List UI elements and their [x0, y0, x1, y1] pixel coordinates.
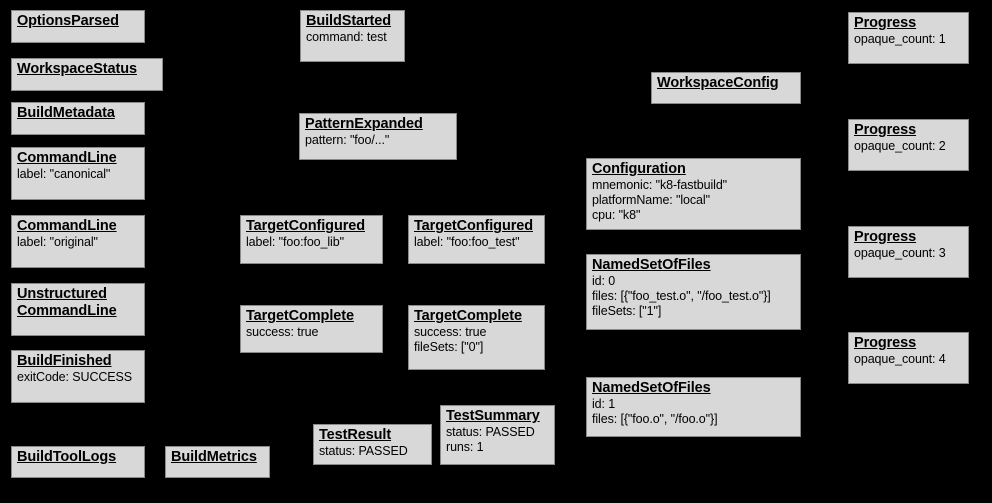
- node-field: files: [{"foo.o", "/foo.o"}]: [592, 412, 718, 426]
- node-field: opaque_count: 2: [854, 139, 946, 153]
- node-title: TargetConfigured: [414, 218, 533, 234]
- node-fields: command: test: [306, 30, 399, 45]
- node-field: id: 0: [592, 274, 616, 288]
- node-field: exitCode: SUCCESS: [17, 370, 133, 384]
- node-field: fileSets: ["0"]: [414, 340, 484, 354]
- node-field: status: PASSED: [319, 444, 408, 458]
- node-field: fileSets: ["1"]: [592, 304, 662, 318]
- node-field: id: 1: [592, 397, 616, 411]
- node-title: BuildMetadata: [17, 105, 115, 121]
- node-workspace-config[interactable]: WorkspaceConfig: [651, 72, 801, 104]
- node-field: label: "canonical": [17, 167, 111, 181]
- node-fields: opaque_count: 2: [854, 139, 963, 154]
- node-field: status: PASSED: [446, 425, 535, 439]
- node-title: BuildToolLogs: [17, 449, 117, 465]
- node-fields: opaque_count: 4: [854, 352, 963, 367]
- node-title: BuildFinished: [17, 353, 112, 369]
- node-field: label: "foo:foo_lib": [246, 235, 344, 249]
- node-title: TestSummary: [446, 408, 540, 424]
- node-fields: label: "canonical": [17, 167, 139, 182]
- node-workspace-status[interactable]: WorkspaceStatus: [11, 58, 163, 91]
- node-title: TargetComplete: [246, 308, 354, 324]
- node-field: mnemonic: "k8-fastbuild": [592, 178, 728, 192]
- node-field: files: [{"foo_test.o", "/foo_test.o"}]: [592, 289, 771, 303]
- node-fields: success: true: [246, 325, 377, 340]
- node-title: Progress: [854, 229, 917, 245]
- node-field: opaque_count: 1: [854, 32, 946, 46]
- node-title: Progress: [854, 335, 917, 351]
- node-title: WorkspaceConfig: [657, 75, 779, 91]
- node-field: runs: 1: [446, 440, 484, 454]
- node-title: Progress: [854, 122, 917, 138]
- node-title: BuildStarted: [306, 13, 392, 29]
- node-title: NamedSetOfFiles: [592, 257, 711, 273]
- node-title: CommandLine: [17, 218, 117, 234]
- node-unstructured-command-line[interactable]: Unstructured CommandLine: [11, 283, 145, 336]
- node-field: opaque_count: 3: [854, 246, 946, 260]
- node-fields: label: "foo:foo_test": [414, 235, 539, 250]
- node-field: label: "foo:foo_test": [414, 235, 520, 249]
- node-field: command: test: [306, 30, 387, 44]
- node-fields: exitCode: SUCCESS: [17, 370, 139, 385]
- node-build-metadata[interactable]: BuildMetadata: [11, 102, 145, 135]
- node-title: PatternExpanded: [305, 116, 423, 132]
- node-title: TargetConfigured: [246, 218, 365, 234]
- node-field: platformName: "local": [592, 193, 710, 207]
- node-title: TargetComplete: [414, 308, 522, 324]
- node-fields: pattern: "foo/...": [305, 133, 451, 148]
- node-title: Unstructured CommandLine: [17, 286, 117, 319]
- node-title: BuildMetrics: [171, 449, 257, 465]
- node-field: opaque_count: 4: [854, 352, 946, 366]
- node-title: OptionsParsed: [17, 13, 119, 29]
- node-fields: opaque_count: 3: [854, 246, 963, 261]
- node-field: success: true: [414, 325, 487, 339]
- node-fields: mnemonic: "k8-fastbuild"platformName: "l…: [592, 178, 795, 223]
- node-title: Configuration: [592, 161, 686, 177]
- node-field: cpu: "k8": [592, 208, 641, 222]
- node-fields: status: PASSED: [319, 444, 426, 459]
- node-fields: opaque_count: 1: [854, 32, 963, 47]
- node-field: label: "original": [17, 235, 98, 249]
- node-field: pattern: "foo/...": [305, 133, 390, 147]
- node-title: NamedSetOfFiles: [592, 380, 711, 396]
- node-build-tool-logs[interactable]: BuildToolLogs: [11, 446, 145, 478]
- node-field: success: true: [246, 325, 319, 339]
- node-fields: label: "original": [17, 235, 139, 250]
- node-fields: label: "foo:foo_lib": [246, 235, 377, 250]
- node-title: Progress: [854, 15, 917, 31]
- node-build-metrics[interactable]: BuildMetrics: [165, 446, 270, 478]
- node-title: WorkspaceStatus: [17, 61, 137, 77]
- node-title: CommandLine: [17, 150, 117, 166]
- node-options-parsed[interactable]: OptionsParsed: [11, 10, 145, 43]
- node-title: TestResult: [319, 427, 392, 443]
